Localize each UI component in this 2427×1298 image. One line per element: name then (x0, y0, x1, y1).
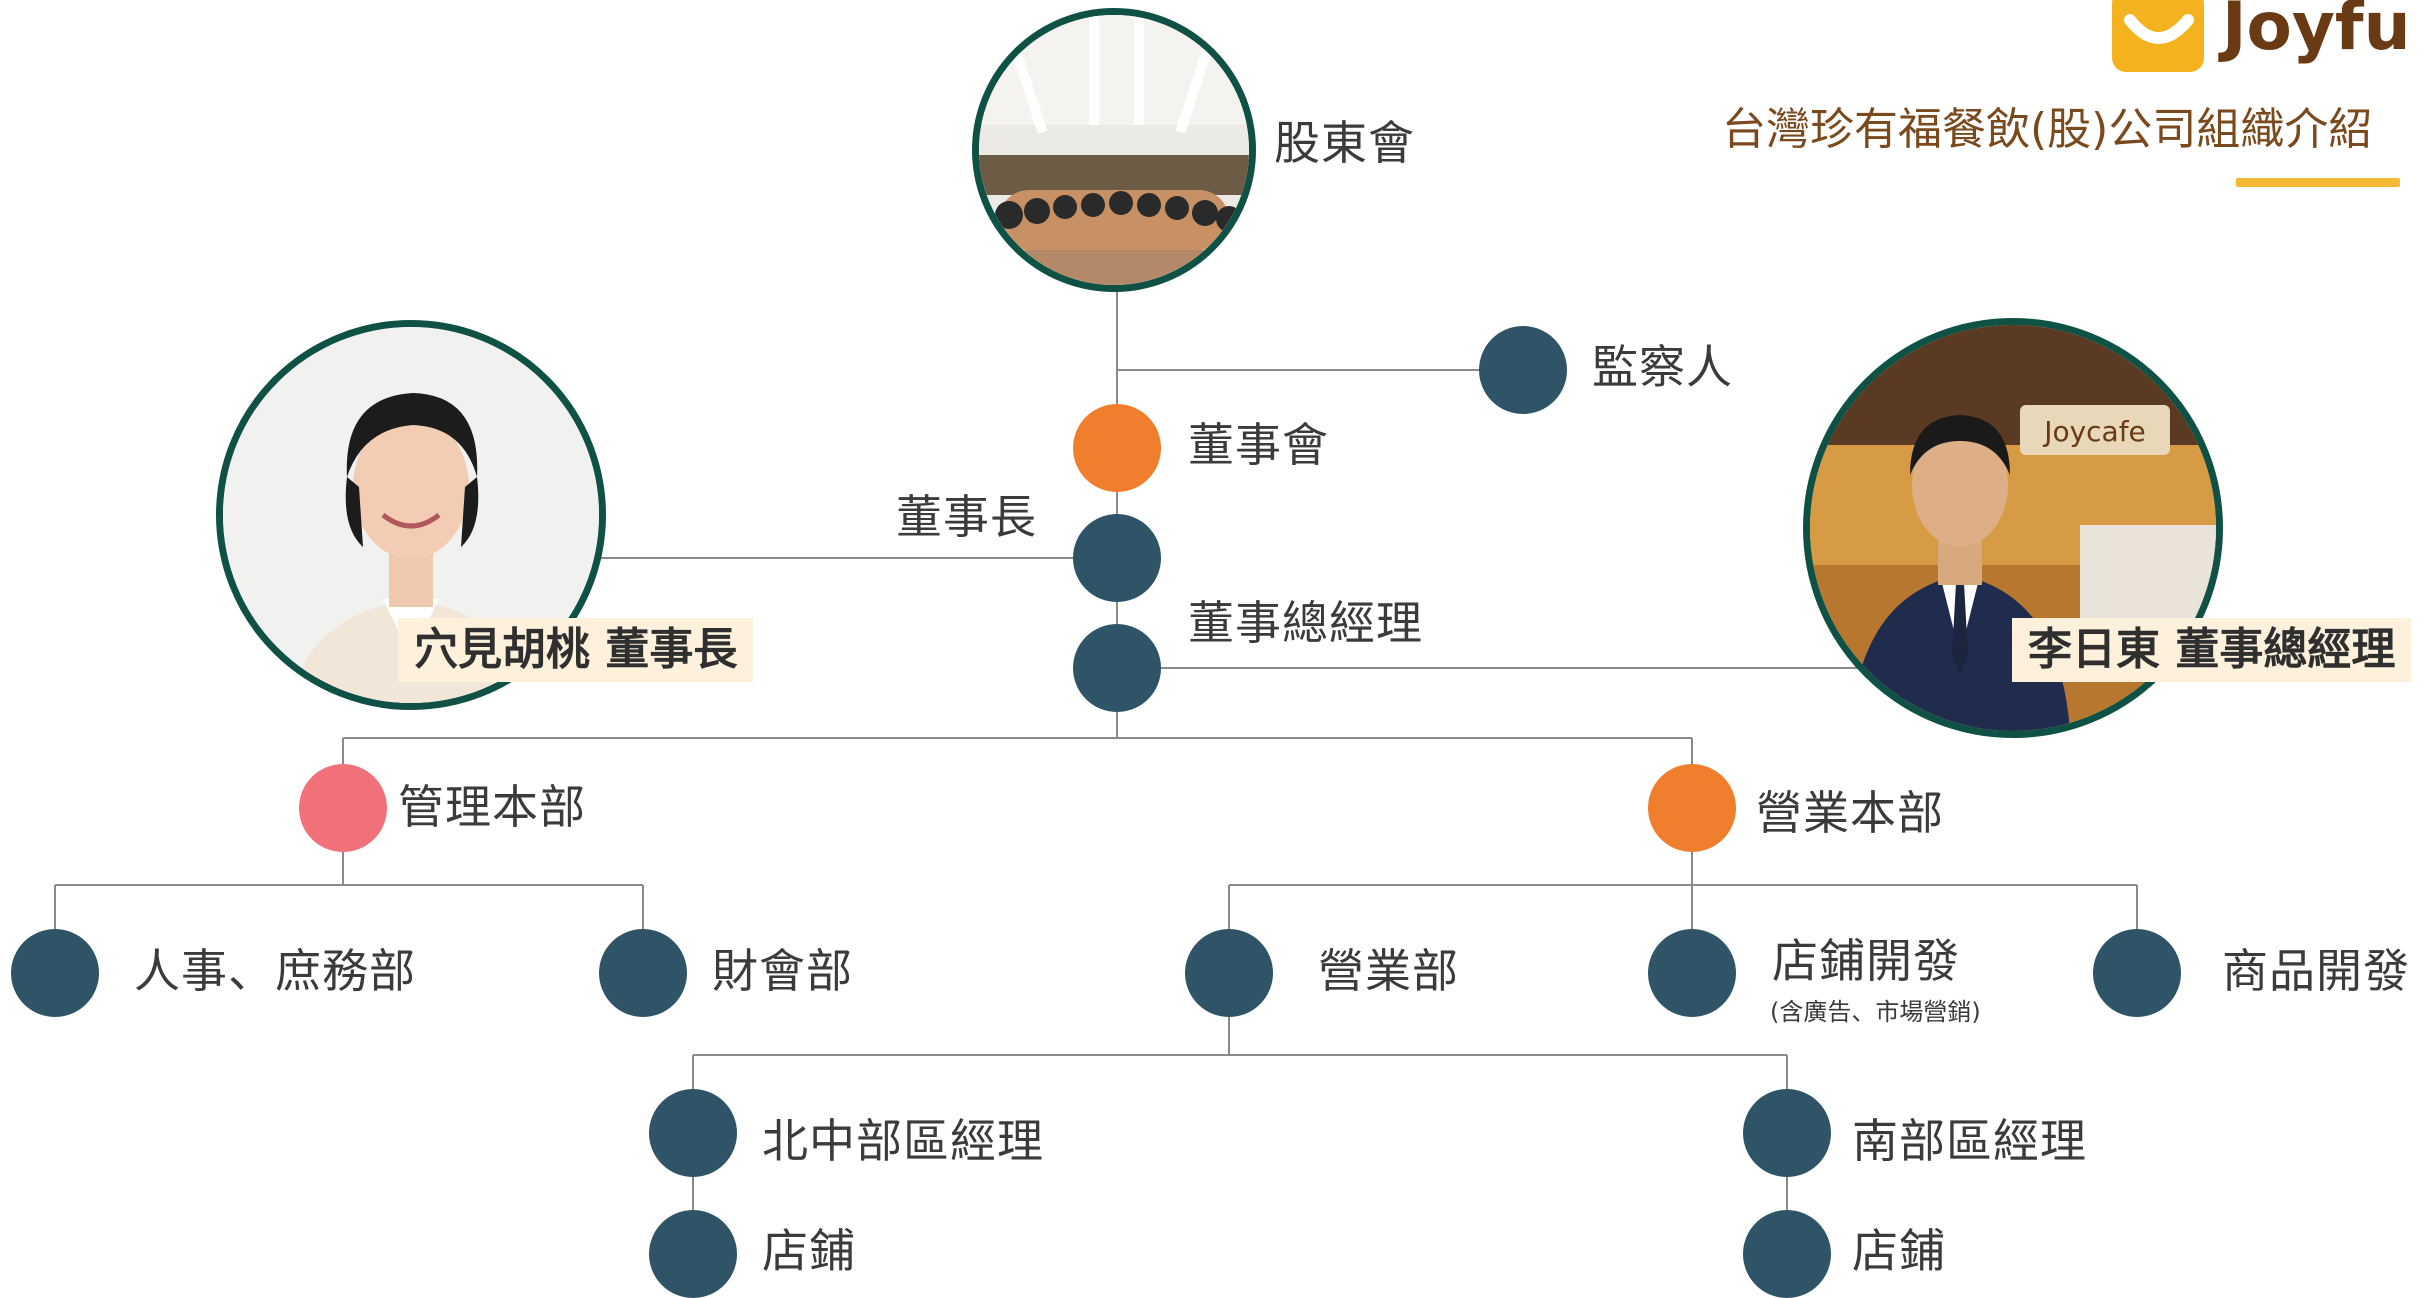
sales-dept-node (1185, 929, 1273, 1017)
north-central-manager-label: 北中部區經理 (762, 1114, 1044, 1168)
store-south-label: 店鋪 (1852, 1224, 1946, 1278)
sales-hq-label: 營業本部 (1756, 786, 1944, 840)
finance-dept-node (599, 929, 687, 1017)
supervisor-node (1479, 326, 1567, 414)
joyful-logo-icon (2112, 0, 2204, 72)
board-node (1073, 404, 1161, 492)
president-nametag: 李日東 董事總經理 (2012, 618, 2412, 682)
admin-hq-node (299, 764, 387, 852)
president-label: 董事總經理 (1188, 596, 1423, 650)
product-dev-node (2093, 929, 2181, 1017)
south-manager-label: 南部區經理 (1852, 1114, 2087, 1168)
shareholders-photo (972, 8, 1256, 292)
hr-dept-label: 人事、庶務部 (134, 944, 416, 998)
store-dev-node (1648, 929, 1736, 1017)
chairman-nametag: 穴見胡桃 董事長 (398, 618, 754, 682)
product-dev-label: 商品開發 (2222, 944, 2410, 998)
store-south-node (1743, 1210, 1831, 1298)
title-underline (2236, 178, 2400, 187)
page-title: 台灣珍有福餐飲(股)公司組織介紹 (1722, 104, 2373, 155)
hr-dept-node (11, 929, 99, 1017)
shareholders-label: 股東會 (1274, 116, 1415, 170)
finance-dept-label: 財會部 (712, 944, 853, 998)
board-label: 董事會 (1188, 418, 1329, 472)
admin-hq-label: 管理本部 (398, 780, 586, 834)
south-manager-node (1743, 1089, 1831, 1177)
store-dev-label: 店鋪開發 (1772, 934, 1960, 988)
chairman-node (1073, 514, 1161, 602)
brand-name: Joyfu (2222, 0, 2411, 65)
supervisor-label: 監察人 (1592, 340, 1733, 394)
chairman-label: 董事長 (896, 490, 1037, 544)
sales-hq-node (1648, 764, 1736, 852)
store-dev-note: (含廣告、市場營銷) (1770, 998, 1981, 1026)
store-north-node (649, 1210, 737, 1298)
sales-dept-label: 營業部 (1318, 944, 1459, 998)
store-north-label: 店鋪 (762, 1224, 856, 1278)
north-central-manager-node (649, 1089, 737, 1177)
storefront-sign: Joycafe (2042, 415, 2146, 448)
president-node (1073, 624, 1161, 712)
